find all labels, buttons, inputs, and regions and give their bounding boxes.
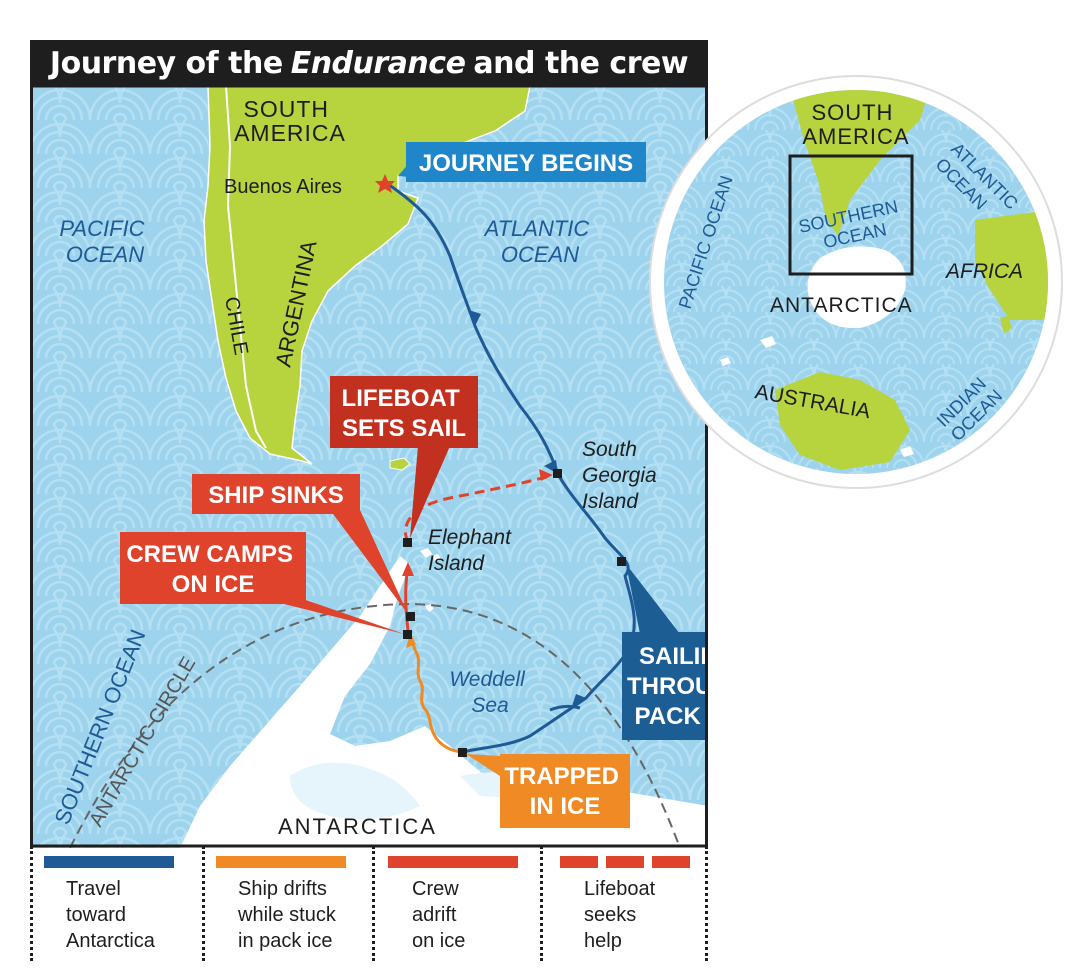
label-south-georgia: South Georgia Island (582, 438, 663, 513)
svg-text:SOUTH AMERICA: SOUTH AMERICA (802, 100, 909, 149)
svg-text:SHIP SINKS: SHIP SINKS (208, 482, 344, 509)
trapped-marker (458, 748, 467, 757)
legend-separator (705, 846, 708, 961)
route-ship-drifts (408, 633, 463, 754)
inset-south-america (790, 90, 930, 236)
legend-swatch-travel (44, 856, 174, 868)
label-weddell-sea: Weddell Sea (449, 668, 530, 717)
legend-swatch-adrift (388, 856, 518, 868)
callout-sailing-through-pack-ice: SAILING THROUGH PACK ICE (622, 564, 708, 740)
legend: Travel toward Antarctica Ship drifts whi… (30, 846, 708, 976)
svg-text:JOURNEY BEGINS: JOURNEY BEGINS (419, 150, 633, 177)
callout-journey-begins: JOURNEY BEGINS (398, 142, 646, 182)
antarctic-circle (69, 602, 681, 848)
ship-sinks-marker (406, 612, 415, 621)
buenos-aires-star (375, 174, 395, 193)
legend-label-lifeboat: Lifeboat seeks help (584, 878, 656, 952)
inset-africa (975, 210, 1048, 320)
callout-lifeboat-sets-sail: LIFEBOAT SETS SAIL (330, 376, 478, 538)
inset-antarctica (807, 246, 906, 329)
svg-text:ATLANTIC OCEAN: ATLANTIC OCEAN (932, 139, 1026, 233)
svg-text:AFRICA: AFRICA (944, 260, 1023, 283)
chile-argentina-border (225, 86, 267, 449)
svg-text:TRAPPED IN ICE: TRAPPED IN ICE (504, 763, 625, 820)
callout-crew-camps: CREW CAMPS ON ICE (120, 532, 404, 634)
svg-text:ANTARCTICA: ANTARCTICA (770, 294, 913, 317)
main-map: SOUTH AMERICA PACIFIC OCEAN ATLANTIC OCE… (30, 86, 708, 848)
inset-australia (775, 372, 910, 470)
label-buenos-aires: Buenos Aires (224, 176, 342, 198)
legend-separator (372, 846, 375, 961)
svg-text:AUSTRALIA: AUSTRALIA (753, 380, 872, 423)
inset-madagascar (1000, 316, 1012, 334)
route-travel-toward-antarctica (384, 180, 636, 754)
svg-text:SAILING THROUGH: SAILING THROUGH PACK ICE (627, 643, 708, 730)
svg-text:SOUTHERN OCEAN: SOUTHERN OCEAN (797, 195, 909, 256)
crew-camps-marker (403, 630, 412, 639)
legend-separator (202, 846, 205, 961)
label-elephant-island: Elephant Island (428, 526, 517, 575)
svg-text:CREW CAMPS ON ICE: CREW CAMPS ON ICE (126, 541, 299, 598)
legend-label-travel: Travel toward Antarctica (66, 878, 155, 952)
title-prefix: Journey of the (49, 45, 283, 81)
label-pacific-ocean: PACIFIC OCEAN (59, 216, 150, 267)
label-antarctica: ANTARCTICA (278, 814, 437, 839)
label-atlantic-ocean: ATLANTIC OCEAN (483, 216, 596, 267)
legend-swatch-drifts (216, 856, 346, 868)
elephant-island-marker (403, 538, 412, 547)
svg-text:INDIAN OCEAN: INDIAN OCEAN (933, 370, 1008, 445)
route-lifeboat (403, 474, 551, 543)
callout-ship-sinks: SHIP SINKS (192, 474, 408, 614)
inset-focus-box (788, 154, 914, 276)
legend-separator (30, 846, 33, 961)
title-suffix: and the crew (473, 45, 689, 81)
label-south-america: SOUTH AMERICA (234, 96, 346, 146)
callout-trapped-in-ice: TRAPPED IN ICE (466, 754, 630, 828)
title-italic: Endurance (290, 45, 466, 81)
pack-ice-marker (617, 557, 626, 566)
south-georgia-marker (553, 469, 562, 478)
legend-separator (540, 846, 543, 961)
legend-label-adrift: Crew adrift on ice (412, 878, 466, 952)
falklands (389, 457, 411, 471)
svg-text:LIFEBOAT SETS SAIL: LIFEBOAT SETS SAIL (342, 385, 467, 442)
legend-swatch-lifeboat (560, 856, 690, 868)
legend-label-drifts: Ship drifts while stuck in pack ice (238, 878, 336, 952)
map-title: Journey of the Endurance and the crew (30, 40, 708, 86)
